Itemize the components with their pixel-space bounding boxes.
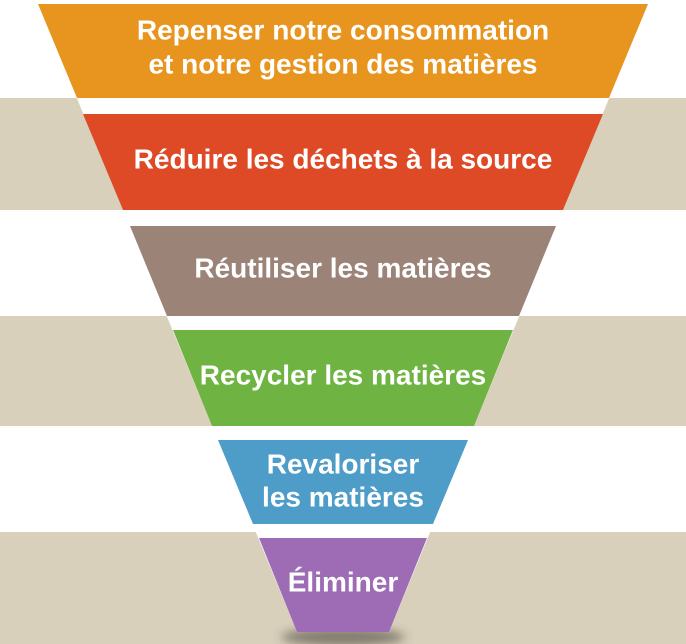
funnel-segment-repenser (38, 4, 648, 98)
funnel-segment-reutiliser (130, 226, 556, 316)
funnel-label-recycler: Recycler les matières (200, 359, 486, 390)
funnel-label-reduire: Réduire les déchets à la source (134, 143, 553, 174)
funnel-label-revaloriser-line2: les matières (262, 481, 424, 512)
funnel-segment-reduire (83, 114, 603, 210)
funnel-segment-eliminer (259, 538, 427, 632)
funnel-label-eliminer: Éliminer (288, 566, 399, 597)
funnel-segment-revaloriser (218, 440, 468, 524)
funnel-shadow (281, 628, 405, 644)
funnel-label-revaloriser-line1: Revaloriser (267, 448, 420, 479)
funnel-label-repenser-line2: et notre gestion des matières (148, 48, 537, 79)
funnel-segment-recycler (173, 330, 513, 426)
funnel-label-reutiliser: Réutiliser les matières (194, 252, 491, 283)
funnel-label-repenser-line1: Repenser notre consommation (137, 14, 549, 45)
